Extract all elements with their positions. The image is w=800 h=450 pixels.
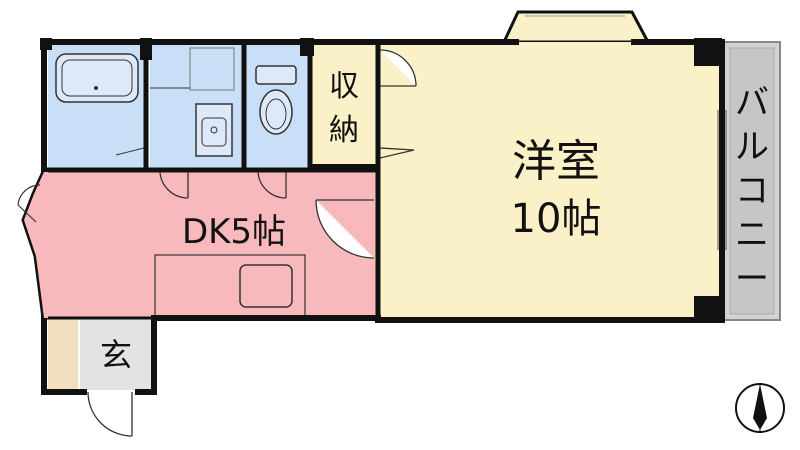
- balcony-char: ル: [735, 127, 769, 167]
- balcony-label: バ ル コ ニ ー: [735, 83, 769, 299]
- western-room-size: 10帖: [511, 196, 602, 242]
- bathtub-icon: [55, 53, 139, 103]
- balcony-char: コ: [735, 171, 769, 211]
- balcony-char: バ: [735, 83, 769, 123]
- dk-label: DK5帖: [182, 212, 286, 252]
- north-compass-icon: [735, 383, 785, 433]
- entrance-label: 玄: [100, 336, 132, 374]
- storage-label-top: 収: [329, 69, 359, 104]
- western-room-name: 洋室: [512, 136, 600, 187]
- dk-side-door: [17, 184, 41, 206]
- western-room: [378, 42, 722, 320]
- balcony-char: ニ: [735, 215, 769, 255]
- balcony-window: [717, 110, 727, 250]
- storage-label-bottom: 納: [329, 113, 359, 148]
- kitchen-sink-icon: [239, 264, 293, 308]
- entrance-tile: [48, 318, 78, 390]
- balcony-char: ー: [735, 259, 769, 299]
- walls: [41, 39, 725, 395]
- entrance-floor: [80, 318, 152, 390]
- washbasin-icon: [195, 103, 233, 157]
- toilet-icon: [255, 65, 297, 135]
- doors: [87, 49, 417, 437]
- storage-closet: [312, 42, 376, 164]
- washing-machine-space: [189, 47, 235, 91]
